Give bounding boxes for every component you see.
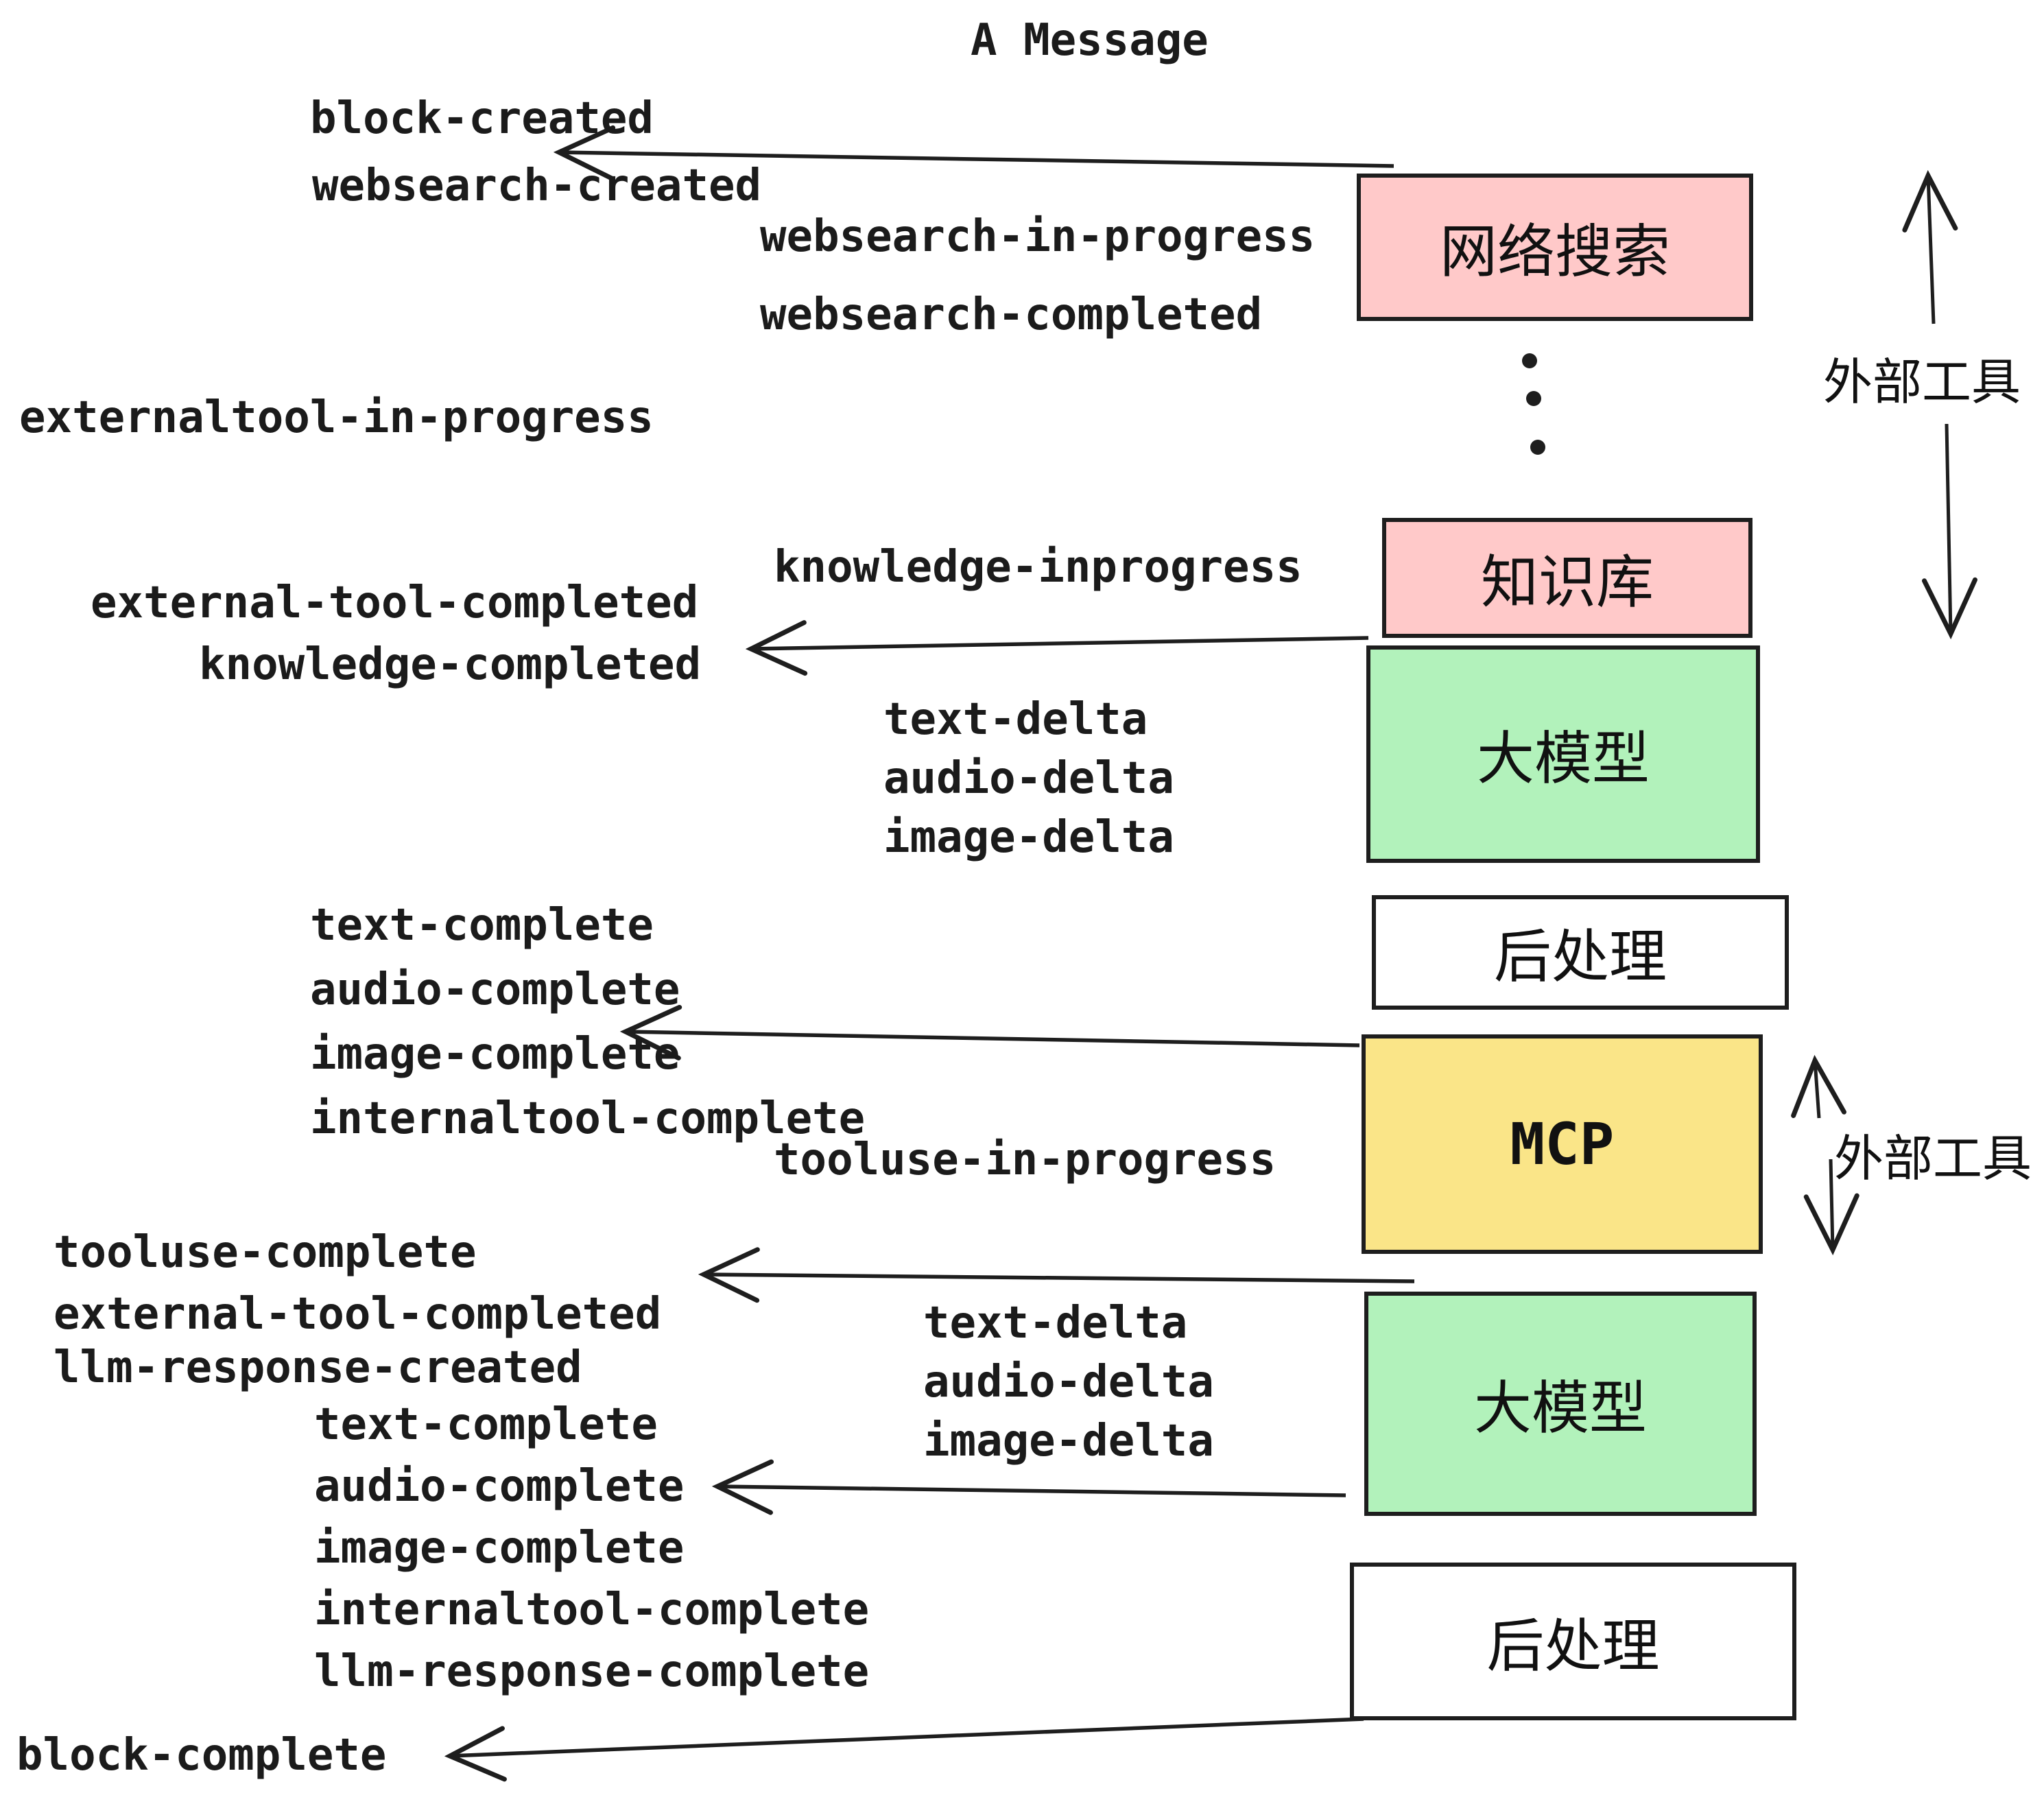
arrow-image-complete: [619, 1004, 1360, 1060]
websearch-box: 网络搜索: [1357, 174, 1753, 321]
llm-box-1-label: 大模型: [1476, 726, 1650, 791]
event-label-block-complete: block-complete: [16, 1730, 387, 1781]
event-label-image-delta-1: image-delta: [883, 812, 1174, 863]
ellipsis-dots: [1522, 353, 1545, 455]
postprocess-box-2: 后处理: [1350, 1563, 1796, 1720]
event-label-llm-response-complete: llm-response-complete: [314, 1646, 870, 1697]
event-label-image-complete-1: image-complete: [310, 1029, 680, 1080]
postprocess-box-1: 后处理: [1372, 895, 1789, 1010]
event-label-text-delta-2: text-delta: [923, 1298, 1188, 1349]
arrow-audio-complete: [711, 1459, 1346, 1515]
external-tools-down-arrow-1: [1921, 423, 1977, 640]
event-label-audio-complete-1: audio-complete: [310, 964, 680, 1015]
knowledge-box-label: 知识库: [1480, 550, 1654, 615]
event-label-audio-complete-2: audio-complete: [314, 1461, 685, 1512]
event-label-audio-delta-1: audio-delta: [883, 753, 1174, 804]
arrow-knowledge-completed: [745, 620, 1369, 676]
event-label-image-complete-2: image-complete: [314, 1523, 685, 1574]
diagram-title: A Message: [971, 15, 1209, 66]
event-label-knowledge-completed: knowledge-completed: [199, 639, 702, 690]
event-label-websearch-completed: websearch-completed: [760, 289, 1263, 340]
websearch-box-label: 网络搜索: [1439, 219, 1670, 284]
event-label-tooluse-complete: tooluse-complete: [54, 1227, 477, 1278]
event-label-text-delta-1: text-delta: [883, 694, 1148, 745]
external-tools-down-arrow-2: [1803, 1159, 1859, 1256]
event-label-text-complete-1: text-complete: [310, 900, 654, 951]
postprocess-box-2-label: 后处理: [1486, 1613, 1660, 1678]
postprocess-box-1-label: 后处理: [1493, 925, 1667, 989]
event-label-block-created: block-created: [310, 93, 654, 144]
event-label-websearch-created: websearch-created: [312, 161, 762, 211]
knowledge-box: 知识库: [1382, 518, 1752, 638]
event-label-external-tool-completed: external-tool-completed: [91, 578, 699, 628]
external-tools-up-arrow-1: [1902, 169, 1958, 324]
arrow-tooluse-complete: [698, 1247, 1415, 1303]
event-label-internaltool-complete-2: internaltool-complete: [314, 1585, 870, 1635]
event-label-image-delta-2: image-delta: [923, 1416, 1214, 1467]
llm-box-2: 大模型: [1364, 1292, 1757, 1516]
event-label-text-complete-2: text-complete: [314, 1399, 658, 1450]
arrow-block-complete: [444, 1717, 1364, 1782]
event-label-knowledge-inprogress: knowledge-inprogress: [774, 542, 1303, 593]
event-label-external-tool-completed-2: external-tool-completed: [54, 1289, 662, 1340]
external-tools-label-2: 外部工具: [1834, 1132, 2032, 1187]
external-tools-up-arrow-2: [1791, 1054, 1846, 1119]
event-label-llm-response-created: llm-response-created: [54, 1342, 582, 1393]
llm-box-2-label: 大模型: [1473, 1376, 1647, 1440]
event-label-externaltool-in-progress: externaltool-in-progress: [19, 392, 654, 443]
event-label-websearch-in-progress: websearch-in-progress: [760, 211, 1316, 262]
external-tools-label-1: 外部工具: [1823, 355, 2021, 410]
event-label-tooluse-in-progress: tooluse-in-progress: [774, 1135, 1276, 1185]
mcp-box: MCP: [1362, 1034, 1763, 1254]
mcp-box-label: MCP: [1510, 1111, 1615, 1178]
event-label-audio-delta-2: audio-delta: [923, 1357, 1214, 1408]
llm-box-1: 大模型: [1366, 645, 1760, 863]
event-label-internaltool-complete-1: internaltool-complete: [310, 1093, 866, 1144]
